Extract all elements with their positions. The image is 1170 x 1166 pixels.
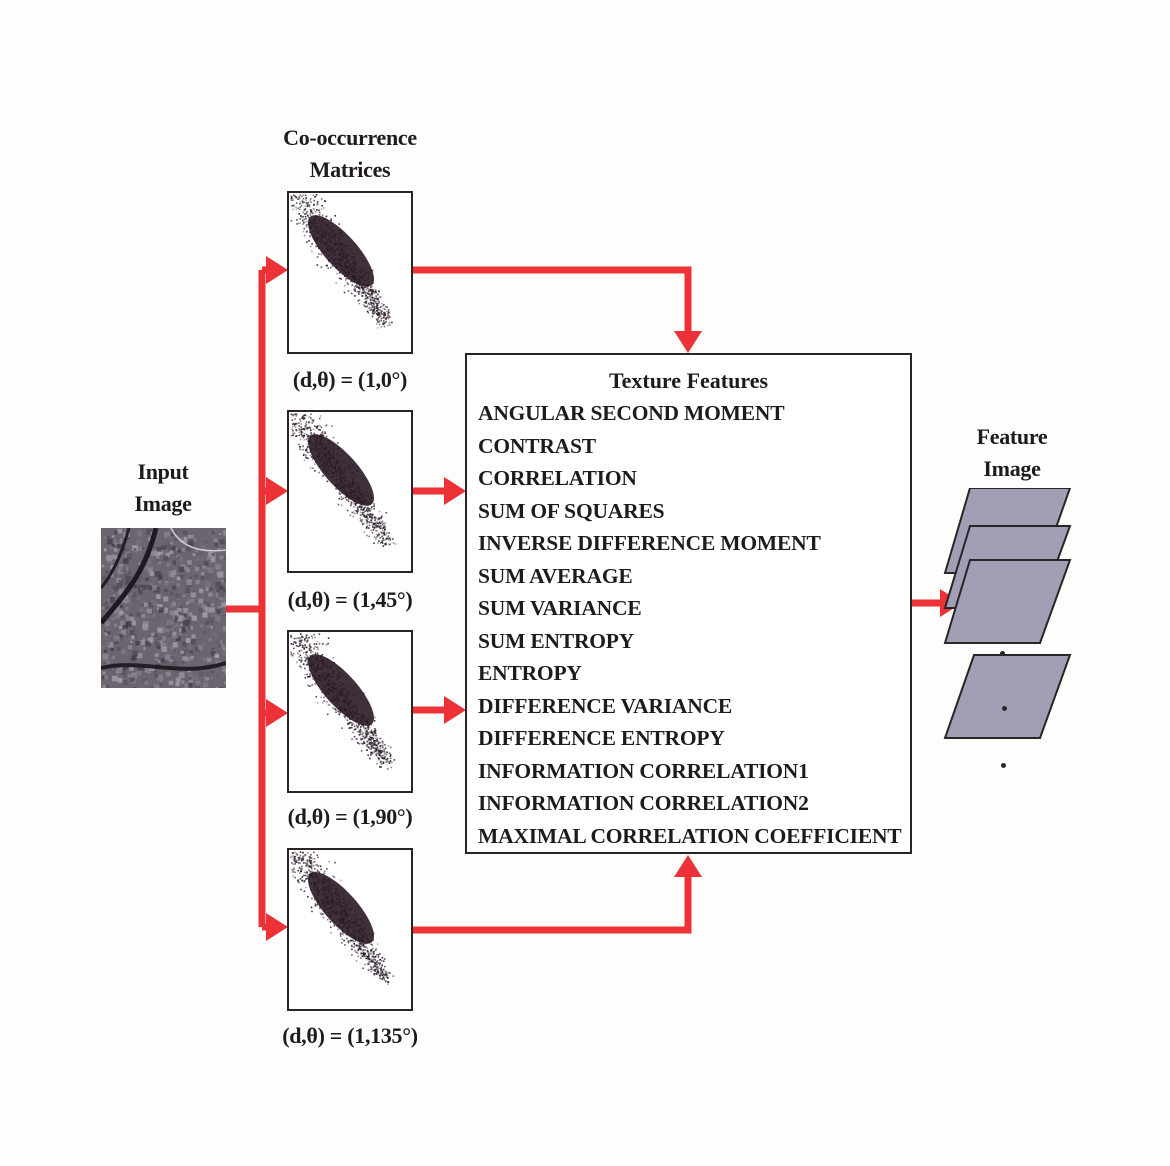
cooccurrence-matrix-1 [287, 191, 413, 354]
texture-feature-item: ANGULAR SECOND MOMENT [478, 397, 901, 430]
feature-image-title-line1: Feature [962, 421, 1062, 453]
input-image-title: Input Image [115, 456, 211, 520]
texture-feature-item: DIFFERENCE VARIANCE [478, 690, 901, 723]
matrix-2-label: (d,θ) = (1,45°) [262, 584, 438, 616]
texture-feature-item: SUM ENTROPY [478, 625, 901, 658]
texture-feature-item: INFORMATION CORRELATION1 [478, 755, 901, 788]
cooccurrence-matrix-2 [287, 410, 413, 573]
texture-feature-item: ENTROPY [478, 657, 901, 690]
input-image-title-line1: Input [115, 456, 211, 488]
branch-arrowhead-4 [266, 913, 288, 941]
ellipsis-dot-2 [1002, 706, 1007, 711]
branch-arrowhead-1 [266, 256, 288, 284]
feature-plane-4 [945, 655, 1070, 738]
input-image-texture [101, 528, 226, 688]
texture-feature-item: INVERSE DIFFERENCE MOMENT [478, 527, 901, 560]
texture-feature-item: SUM AVERAGE [478, 560, 901, 593]
matrix-2-arrowhead [444, 477, 466, 505]
matrix-1-scatter [289, 193, 411, 352]
matrix-1-to-features-line [413, 270, 688, 335]
texture-feature-item: CORRELATION [478, 462, 901, 495]
texture-features-title: Texture Features [467, 367, 910, 395]
texture-feature-item: SUM OF SQUARES [478, 495, 901, 528]
matrix-1-arrowhead [674, 331, 702, 353]
matrices-title-line2: Matrices [262, 154, 438, 186]
input-image [101, 528, 226, 688]
matrix-4-label: (d,θ) = (1,135°) [262, 1020, 438, 1052]
matrix-1-label: (d,θ) = (1,0°) [262, 364, 438, 396]
ellipsis-dot-1 [1000, 651, 1005, 656]
cooccurrence-matrix-4 [287, 848, 413, 1011]
matrices-title-line1: Co-occurrence [262, 122, 438, 154]
matrix-4-arrowhead [674, 855, 702, 877]
matrix-4-to-features-line [413, 873, 688, 930]
cooccurrence-matrix-3 [287, 630, 413, 793]
texture-feature-item: DIFFERENCE ENTROPY [478, 722, 901, 755]
matrix-3-arrowhead [444, 696, 466, 724]
texture-feature-item: MAXIMAL CORRELATION COEFFICIENT [478, 820, 901, 853]
branch-arrowhead-2 [266, 477, 288, 505]
feature-image-title: Feature Image [962, 421, 1062, 485]
input-image-title-line2: Image [115, 488, 211, 520]
branch-arrowhead-3 [266, 699, 288, 727]
texture-feature-item: INFORMATION CORRELATION2 [478, 787, 901, 820]
feature-image-stack [940, 488, 1080, 748]
matrix-3-scatter [289, 632, 411, 791]
matrix-4-scatter [289, 850, 411, 1009]
matrices-title: Co-occurrence Matrices [262, 122, 438, 186]
texture-feature-item: CONTRAST [478, 430, 901, 463]
texture-feature-item: SUM VARIANCE [478, 592, 901, 625]
ellipsis-dot-3 [1001, 763, 1006, 768]
feature-image-title-line2: Image [962, 453, 1062, 485]
matrix-2-scatter [289, 412, 411, 571]
matrix-3-label: (d,θ) = (1,90°) [262, 801, 438, 833]
